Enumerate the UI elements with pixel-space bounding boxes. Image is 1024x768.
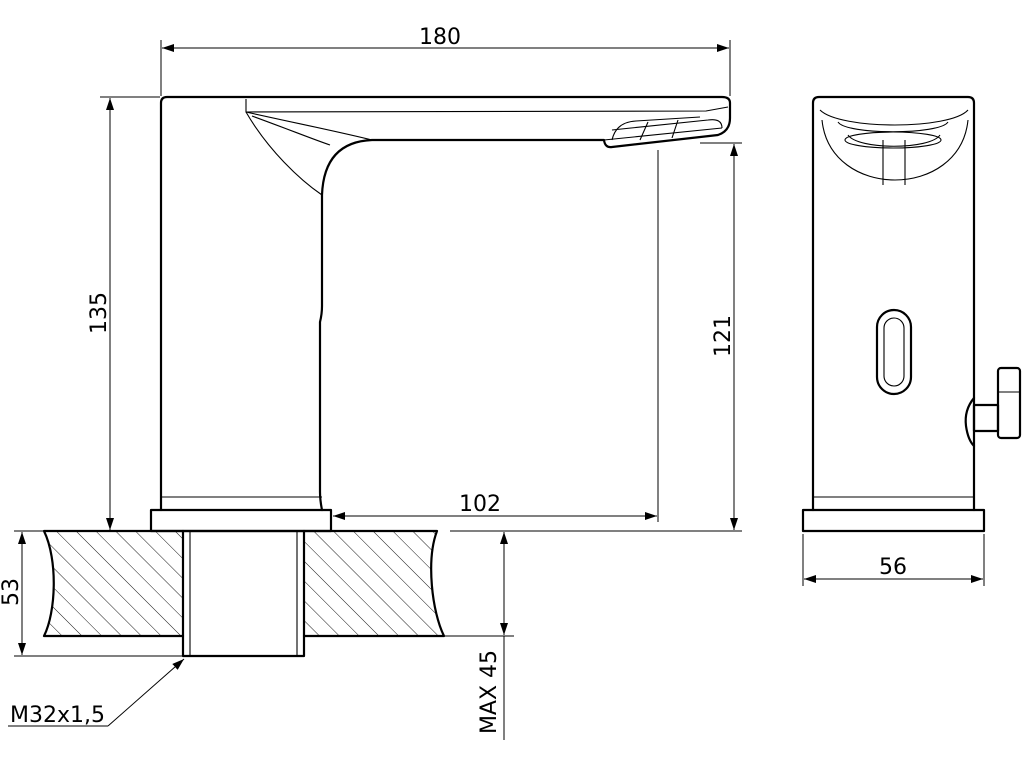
faucet-side-view <box>149 95 732 533</box>
dim-label-max45: MAX 45 <box>477 650 502 734</box>
dim-max-counter: MAX 45 <box>444 532 514 740</box>
thread-callout: M32x1,5 <box>8 658 185 728</box>
mounting-shank <box>181 529 306 658</box>
dim-label-135: 135 <box>87 292 112 334</box>
dim-overall-height: 135 <box>87 96 160 532</box>
sensor-window <box>875 308 913 396</box>
countertop-section <box>42 529 446 638</box>
front-body-outline <box>811 95 976 512</box>
dim-label-180: 180 <box>419 25 461 50</box>
side-valve <box>964 366 1022 448</box>
dim-label-53: 53 <box>0 578 24 606</box>
dim-overall-length: 180 <box>160 25 731 96</box>
dim-body-width: 56 <box>802 534 985 586</box>
faucet-body-outline <box>159 95 732 512</box>
front-base-ring <box>801 508 986 533</box>
dim-spout-reach: 102 <box>333 150 659 522</box>
dim-label-102: 102 <box>459 492 501 517</box>
faucet-front-view <box>801 95 1022 533</box>
dim-outlet-height: 121 <box>450 142 742 532</box>
base-ring <box>149 508 333 533</box>
dim-label-121: 121 <box>711 315 736 357</box>
dim-mounting-thickness: 53 <box>0 530 183 657</box>
thread-label: M32x1,5 <box>10 703 105 728</box>
dim-label-56: 56 <box>879 555 907 580</box>
